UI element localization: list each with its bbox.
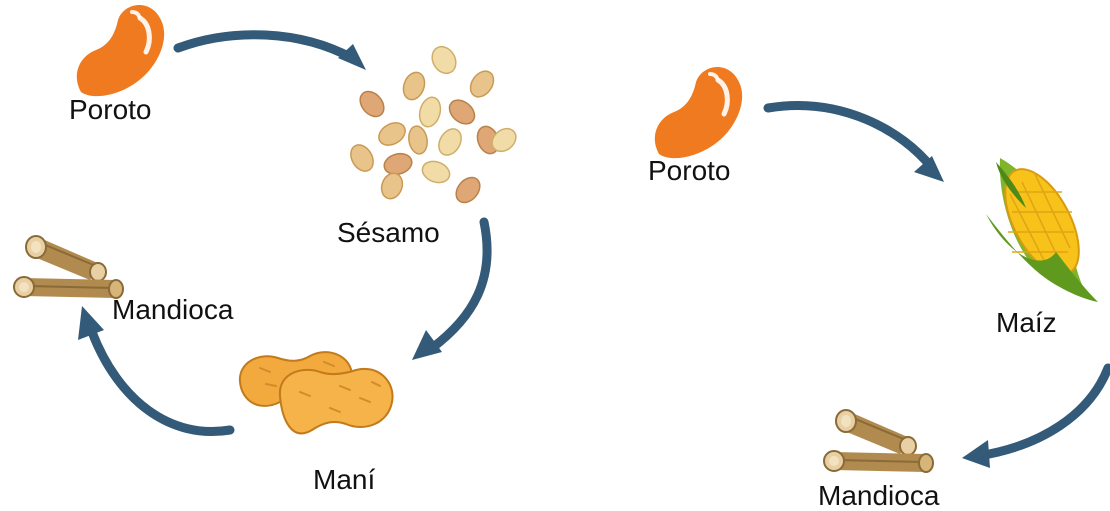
- arrow-poroto-to-sesamo: [178, 35, 366, 70]
- bean-icon: [655, 67, 742, 158]
- label-poroto: Poroto: [69, 96, 152, 124]
- peanut-icon: [240, 352, 393, 433]
- bean-icon: [77, 5, 164, 96]
- label-maiz: Maíz: [996, 309, 1057, 337]
- label-sesamo: Sésamo: [337, 219, 440, 247]
- label-mani: Maní: [313, 466, 375, 494]
- arrow-poroto-to-maiz: [768, 106, 944, 182]
- sesame-seeds-icon: [346, 42, 520, 207]
- cassava-icon: [14, 236, 123, 298]
- label-poroto: Poroto: [648, 157, 731, 185]
- arrow-maiz-to-mandioca: [962, 368, 1108, 468]
- cassava-icon: [824, 410, 933, 472]
- corn-icon: [986, 158, 1098, 302]
- label-mandioca: Mandioca: [112, 296, 233, 324]
- label-mandioca: Mandioca: [818, 482, 939, 510]
